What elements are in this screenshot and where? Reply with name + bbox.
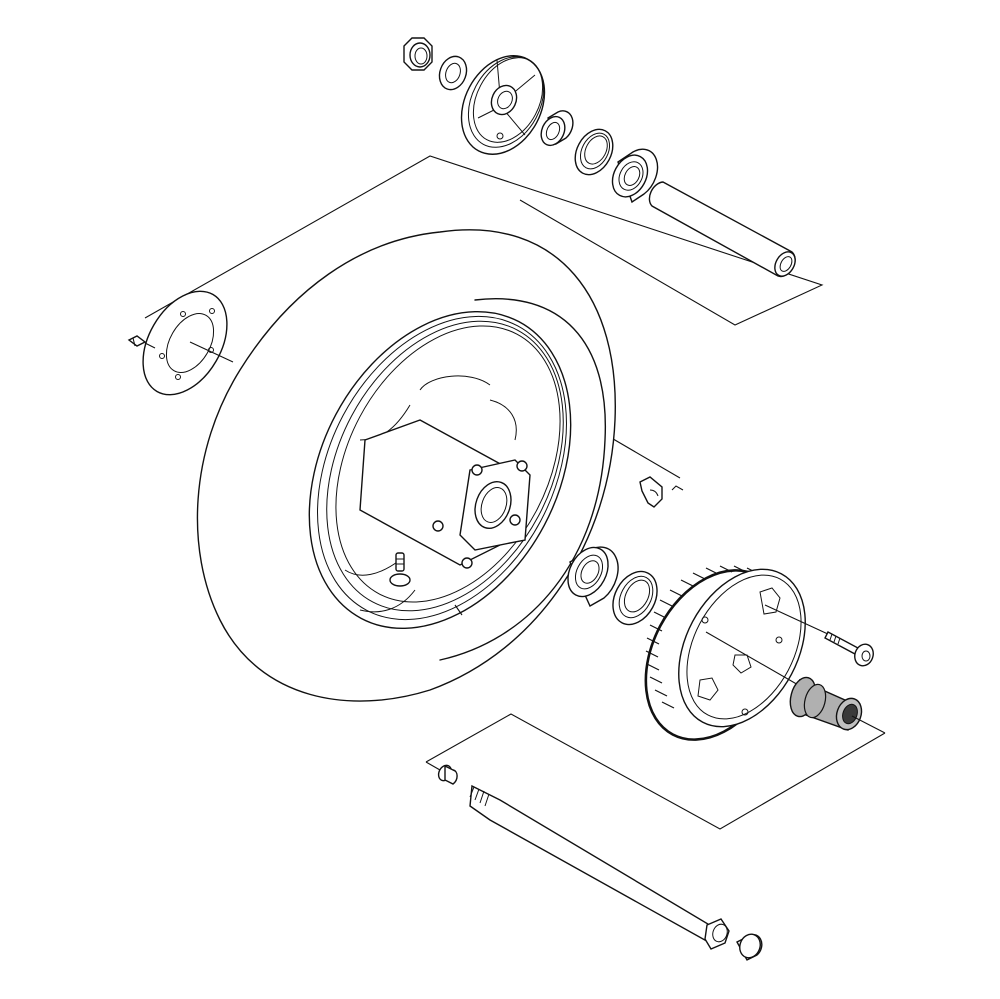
- oil-seal-top[interactable]: [568, 123, 621, 181]
- bearing-right[interactable]: [560, 541, 619, 607]
- wheel-rim[interactable]: [257, 266, 623, 673]
- axle-nut[interactable]: [403, 37, 433, 71]
- sensor-rotor-plate[interactable]: [126, 277, 244, 410]
- rotor-bolt[interactable]: [127, 335, 156, 349]
- washer-top[interactable]: [435, 53, 471, 94]
- valve-stem[interactable]: [389, 552, 411, 587]
- axle-cap-end[interactable]: [736, 931, 763, 961]
- collar-top[interactable]: [537, 110, 574, 149]
- spacer-highlighted[interactable]: [786, 675, 886, 734]
- distance-collar[interactable]: [648, 181, 799, 280]
- rear-axle[interactable]: [469, 784, 730, 950]
- leader-bracket-bottom[interactable]: [425, 713, 886, 830]
- axle-cap-small[interactable]: [436, 763, 458, 785]
- bearing-top[interactable]: [606, 148, 659, 204]
- pulley-cover[interactable]: [445, 41, 561, 169]
- pulley-bolt[interactable]: [764, 604, 876, 668]
- balance-weight[interactable]: [639, 476, 684, 508]
- drive-pulley[interactable]: [618, 546, 831, 763]
- oil-seal-right[interactable]: [604, 564, 666, 632]
